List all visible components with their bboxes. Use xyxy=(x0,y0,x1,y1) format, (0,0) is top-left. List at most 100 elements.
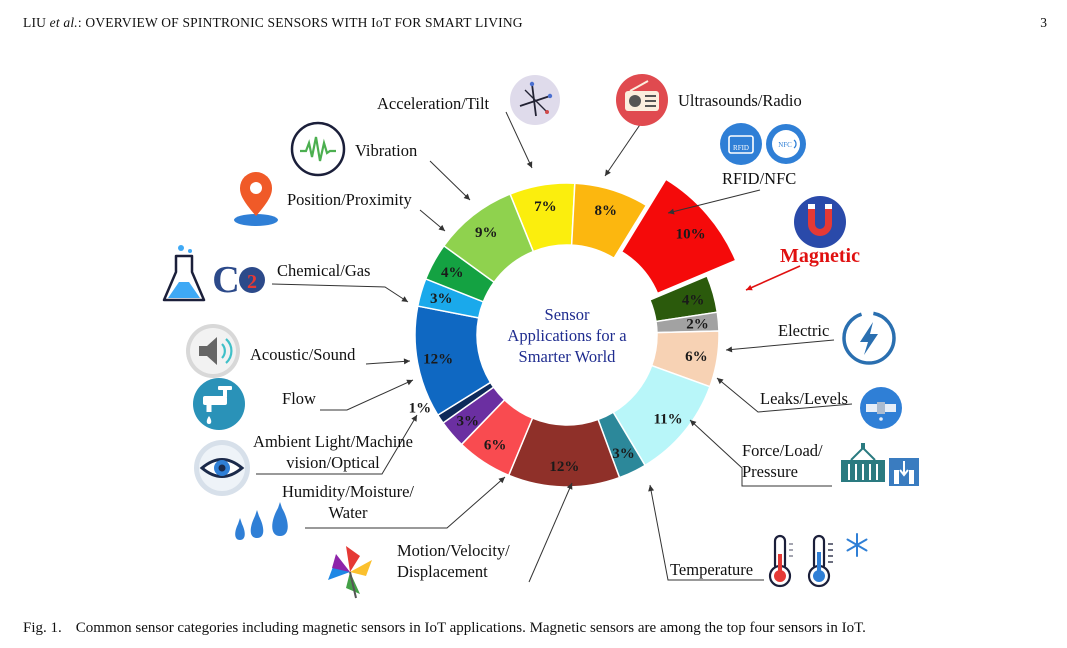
category-label-electric: Electric xyxy=(778,321,829,340)
arrowhead-position-proximity xyxy=(438,224,445,231)
water-drops-icon xyxy=(235,502,288,540)
category-label-acceleration-tilt: Acceleration/Tilt xyxy=(377,94,490,113)
category-label-ambient-light-machine-vision-optical-line-1: Ambient Light/Machine xyxy=(253,432,413,451)
leader-acoustic-sound xyxy=(365,360,411,365)
center-line-2: Applications for a xyxy=(507,326,627,345)
category-label-chemical-gas: Chemical/Gas xyxy=(277,261,370,280)
arrowhead-temperature xyxy=(648,485,655,492)
page-number: 3 xyxy=(1040,15,1047,30)
pct-label-force-load-pressure: 6% xyxy=(685,349,708,365)
magnet-icon xyxy=(794,196,846,248)
category-label-humidity-moisture-water-line-1: Humidity/Moisture/ xyxy=(282,482,414,501)
thermometer-icon xyxy=(768,534,833,588)
radio-icon xyxy=(616,74,668,126)
arrowhead-ambient-light-machine-vision-optical xyxy=(411,415,417,422)
pct-label-flow: 3% xyxy=(456,413,479,429)
arrowhead-acoustic-sound xyxy=(403,358,410,365)
container-icon xyxy=(841,443,885,482)
category-label-motion-velocity-displacement-line-2: Displacement xyxy=(397,562,488,581)
category-label-ultrasounds-radio: Ultrasounds/Radio xyxy=(678,91,802,110)
leader-acceleration-tilt xyxy=(505,111,533,169)
speaker-icon xyxy=(186,324,240,378)
pct-label-leaks-levels: 2% xyxy=(686,316,709,332)
leader-magnetic xyxy=(745,265,801,291)
leader-leaks-levels xyxy=(716,377,853,413)
leader-vibration xyxy=(429,160,471,201)
vibration-wave-icon xyxy=(290,121,346,177)
category-label-magnetic: Magnetic xyxy=(780,245,860,267)
leader-force-load-pressure xyxy=(689,419,832,487)
arrowhead-flow xyxy=(406,379,413,386)
leader-temperature xyxy=(649,484,764,581)
category-label-humidity-moisture-water-line-2: Water xyxy=(329,503,368,522)
arrowhead-vibration xyxy=(463,193,470,200)
pct-label-vibration: 4% xyxy=(441,265,464,281)
leak-pipe-icon xyxy=(860,387,902,429)
faucet-icon xyxy=(193,378,245,430)
pinwheel-icon xyxy=(328,546,372,599)
arrowhead-humidity-moisture-water xyxy=(498,477,505,484)
leader-chemical-gas xyxy=(271,283,409,303)
pct-label-motion-velocity-displacement: 3% xyxy=(612,446,635,462)
leader-electric xyxy=(725,339,835,351)
pct-label-temperature: 11% xyxy=(654,411,683,427)
category-label-motion-velocity-displacement-line-1: Motion/Velocity/ xyxy=(397,541,510,560)
caption-text: Common sensor categories including magne… xyxy=(75,620,866,636)
press-icon xyxy=(889,458,919,486)
slice-acceleration-tilt xyxy=(442,193,535,284)
leader-flow xyxy=(320,379,414,411)
pct-label-ultrasounds-radio: 7% xyxy=(534,199,557,215)
leader-lines xyxy=(256,109,853,583)
pct-label-humidity-moisture-water: 12% xyxy=(549,459,579,475)
arrowhead-force-load-pressure xyxy=(690,420,697,427)
pct-label-chemical-gas: 12% xyxy=(423,352,453,368)
svg-text:RFID: RFID xyxy=(733,144,749,152)
leader-rfid-nfc xyxy=(667,189,761,214)
category-label-position-proximity: Position/Proximity xyxy=(287,190,412,209)
running-header: LIU et al.: OVERVIEW OF SPINTRONIC SENSO… xyxy=(23,15,523,30)
category-label-flow: Flow xyxy=(282,389,316,408)
flask-icon xyxy=(162,245,206,302)
pct-label-electric: 4% xyxy=(682,292,705,308)
leader-motion-velocity-displacement xyxy=(528,482,573,583)
percent-labels: 7%8%10%4%2%6%11%3%12%6%3%1%12%3%4%9% xyxy=(409,199,709,475)
donut-slices xyxy=(414,178,737,488)
leader-ambient-light-machine-vision-optical xyxy=(256,414,418,475)
category-label-force-load-pressure-line-2: Pressure xyxy=(742,462,798,481)
lightning-icon xyxy=(842,311,896,365)
snowflake-icon xyxy=(846,533,868,557)
arrowhead-electric xyxy=(726,346,733,353)
category-label-ambient-light-machine-vision-optical-line-2: vision/Optical xyxy=(286,453,380,472)
svg-text:C: C xyxy=(212,259,239,301)
svg-text:2: 2 xyxy=(247,271,257,293)
leader-humidity-moisture-water xyxy=(305,476,506,529)
eye-icon xyxy=(194,440,250,496)
sensor-donut-figure: 7%8%10%4%2%6%11%3%12%6%3%1%12%3%4%9% Ult… xyxy=(162,74,919,599)
category-label-acoustic-sound: Acoustic/Sound xyxy=(250,345,356,364)
category-label-rfid-nfc: RFID/NFC xyxy=(722,169,796,188)
pct-label-magnetic: 10% xyxy=(676,227,706,243)
figure-caption: Fig. 1. Common sensor categories includin… xyxy=(23,620,866,637)
category-label-force-load-pressure-line-1: Force/Load/ xyxy=(742,441,823,460)
slice-rfid-nfc xyxy=(570,182,648,260)
nfc-icon: NFC xyxy=(766,124,806,164)
arrowhead-ultrasounds-radio xyxy=(605,169,611,176)
arrowhead-rfid-nfc xyxy=(668,208,675,215)
center-line-1: Sensor xyxy=(545,305,590,324)
arrowhead-magnetic xyxy=(746,284,753,291)
pct-label-position-proximity: 3% xyxy=(430,291,453,307)
center-line-3: Smarter World xyxy=(519,347,617,366)
arrowhead-chemical-gas xyxy=(401,296,408,302)
pct-label-rfid-nfc: 8% xyxy=(595,203,618,219)
arrowhead-motion-velocity-displacement xyxy=(566,483,573,490)
location-pin-icon xyxy=(234,172,278,226)
sensor-axes-icon xyxy=(510,75,560,125)
category-label-vibration: Vibration xyxy=(355,141,417,160)
category-label-leaks-levels: Leaks/Levels xyxy=(760,389,848,408)
caption-label: Fig. 1. xyxy=(23,620,62,636)
slice-magnetic xyxy=(620,178,737,295)
pct-label-acceleration-tilt: 9% xyxy=(475,225,498,241)
rfid-card-icon: RFID xyxy=(720,123,762,165)
pct-label-ambient-light-machine-vision-optical: 6% xyxy=(484,438,507,454)
